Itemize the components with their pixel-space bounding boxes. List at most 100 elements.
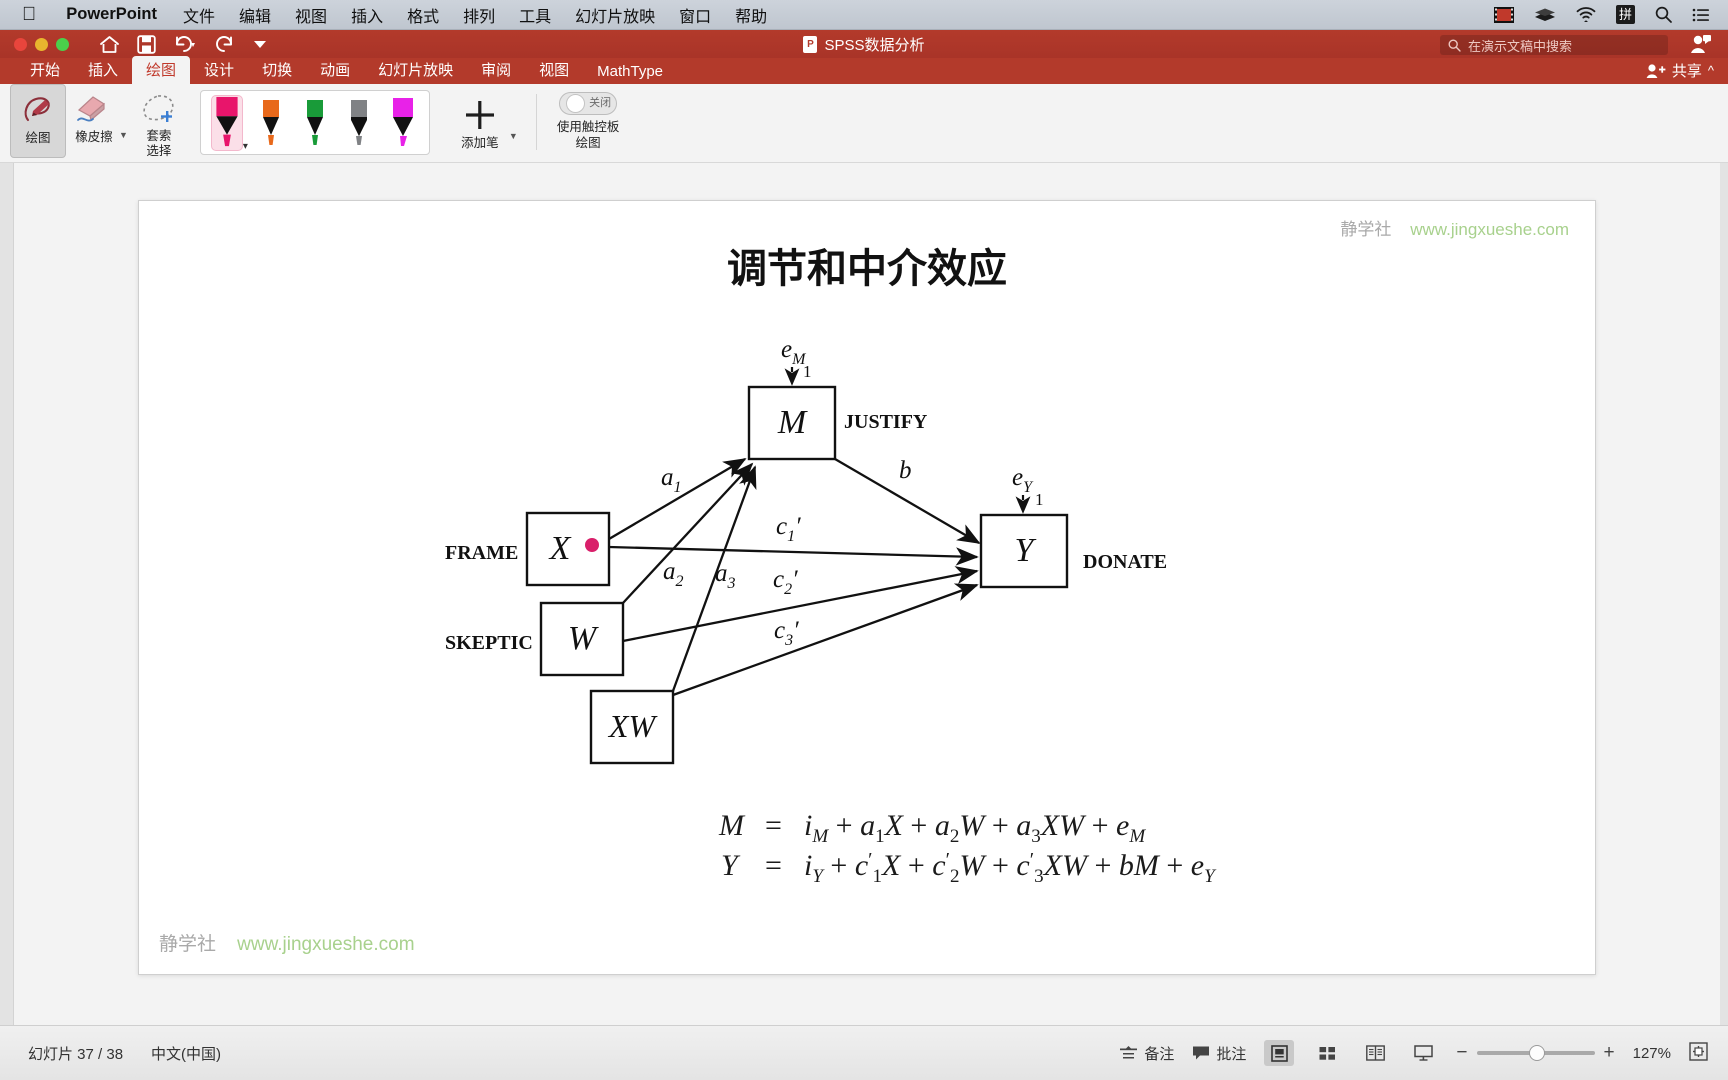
menu-item-tools[interactable]: 工具 [504, 8, 551, 26]
tab-design[interactable]: 设计 [204, 62, 235, 79]
input-method-label: 拼 [1616, 5, 1635, 24]
tab-slideshow[interactable]: 幻灯片放映 [378, 62, 454, 79]
redo-icon[interactable] [216, 35, 235, 53]
equation-2-rhs: iY + c′1X + c′2W + c′3XW + bM + eY [804, 849, 1217, 887]
maximize-window-button[interactable] [56, 37, 69, 51]
path-XW-to-Y [672, 583, 979, 697]
notes-button[interactable]: 备注 [1119, 1043, 1174, 1064]
close-window-button[interactable] [14, 37, 27, 51]
tab-draw[interactable]: 绘图 [132, 56, 191, 84]
normal-view-icon[interactable] [1264, 1040, 1295, 1066]
menu-item-window[interactable]: 窗口 [664, 8, 711, 26]
add-pen-label: 添加笔 [461, 136, 499, 150]
notes-label: 备注 [1144, 1045, 1175, 1063]
tab-transitions[interactable]: 切换 [262, 62, 293, 79]
language-indicator[interactable]: 中文(中国) [151, 1045, 222, 1063]
zoom-in-button[interactable]: + [1603, 1042, 1615, 1063]
reading-view-icon[interactable] [1360, 1040, 1390, 1066]
label-DONATE: DONATE [1083, 551, 1167, 573]
pen-green[interactable] [299, 95, 331, 151]
fit-slide-icon[interactable] [1689, 1041, 1708, 1065]
watermark-bottom-url: www.jingxueshe.com [237, 934, 415, 955]
tab-review[interactable]: 审阅 [481, 62, 512, 79]
save-icon[interactable] [137, 34, 156, 54]
add-pen-button[interactable]: 添加笔 ▼ [448, 90, 518, 164]
zoom-track[interactable] [1476, 1045, 1595, 1061]
touchpad-label-1: 使用触控板 [556, 120, 620, 134]
pen-orange[interactable] [255, 95, 287, 151]
menu-item-format[interactable]: 格式 [392, 8, 439, 26]
apple-logo-icon[interactable]:  [0, 5, 52, 24]
touchpad-label-2: 绘图 [575, 135, 601, 150]
watermark-bottom-cn: 静学社 [159, 934, 217, 955]
path-W-to-Y [622, 566, 979, 643]
lasso-select-button[interactable]: 套索 选择 [128, 84, 190, 158]
search-input[interactable]: 在演示文稿中搜索 [1440, 35, 1668, 55]
ribbon-collapse-icon[interactable]: ^ [1707, 63, 1714, 78]
menu-item-arrange[interactable]: 排列 [448, 8, 495, 26]
ink-annotation-dot [585, 538, 599, 552]
path-X-to-M [608, 458, 747, 540]
tab-view[interactable]: 视图 [539, 62, 570, 79]
input-method-pinyin-icon[interactable]: 拼 [1616, 5, 1635, 24]
pen-pink-chevron-down-icon[interactable]: ▾ [242, 140, 248, 152]
slide-sorter-icon[interactable] [1312, 1040, 1342, 1066]
eraser-tool-button[interactable]: 橡皮擦 [66, 84, 122, 158]
draw-tool-button[interactable]: 绘图 [10, 84, 66, 158]
lasso-select-icon [138, 88, 180, 129]
equation-2-lhs: Y [721, 849, 741, 882]
path-label-a2: a2 [663, 558, 684, 590]
watermark-bottom: 静学社 www.jingxueshe.com [159, 929, 415, 956]
menu-item-slideshow[interactable]: 幻灯片放映 [560, 8, 655, 26]
watermark-top: 静学社 www.jingxueshe.com [1340, 215, 1569, 240]
zoom-level[interactable]: 127% [1632, 1044, 1671, 1062]
add-pen-chevron-down-icon[interactable]: ▼ [508, 131, 518, 141]
slide-canvas[interactable]: 静学社 www.jingxueshe.com 调节和中介效应 [138, 200, 1596, 975]
menu-item-help[interactable]: 帮助 [720, 8, 767, 26]
share-label: 共享 [1671, 63, 1702, 80]
pen-pink[interactable]: ▾ [210, 94, 248, 152]
undo-icon[interactable] [173, 35, 199, 53]
zoom-knob[interactable] [1528, 1045, 1545, 1061]
disturbance-eM-weight: 1 [803, 362, 812, 381]
path-label-c2: c2′ [773, 566, 798, 598]
path-model-diagram[interactable]: M Y X W XW JUSTIFY DONATE FRAME SKEPTIC … [139, 291, 1597, 861]
wifi-icon[interactable] [1576, 7, 1596, 22]
spotlight-search-icon[interactable] [1655, 6, 1672, 23]
tab-home[interactable]: 开始 [30, 62, 61, 79]
tab-mathtype[interactable]: MathType [597, 63, 664, 80]
path-W-to-M [622, 462, 754, 604]
equation-1-lhs: M [718, 809, 746, 842]
customize-toolbar-icon[interactable] [252, 38, 268, 50]
menu-app-name[interactable]: PowerPoint [52, 5, 157, 23]
menu-item-edit[interactable]: 编辑 [224, 8, 271, 26]
home-icon[interactable] [99, 35, 120, 54]
tab-animations[interactable]: 动画 [320, 62, 351, 79]
ribbon-group-tools: 绘图 橡皮擦 ▼ 套索 选择 [10, 84, 190, 163]
pen-magenta[interactable] [387, 95, 419, 151]
eraser-icon [74, 88, 114, 130]
box-M-var: M [777, 404, 808, 441]
label-JUSTIFY: JUSTIFY [844, 411, 928, 433]
zoom-slider[interactable]: − + [1456, 1042, 1614, 1064]
control-center-icon[interactable] [1692, 8, 1710, 22]
share-button[interactable]: 共享 ^ [1646, 60, 1728, 84]
tab-insert[interactable]: 插入 [88, 62, 119, 79]
slideshow-icon[interactable] [1408, 1040, 1438, 1066]
menu-item-insert[interactable]: 插入 [336, 8, 383, 26]
slide-title[interactable]: 调节和中介效应 [727, 246, 1007, 292]
menu-item-file[interactable]: 文件 [168, 8, 215, 26]
menu-item-view[interactable]: 视图 [280, 8, 327, 26]
path-diagram-svg: M Y X W XW JUSTIFY DONATE FRAME SKEPTIC … [445, 336, 1167, 765]
minimize-window-button[interactable] [35, 37, 48, 51]
battery-stack-icon[interactable] [1534, 8, 1556, 22]
account-avatar-icon[interactable] [1690, 34, 1712, 59]
slide-counter[interactable]: 幻灯片 37 / 38 [28, 1045, 124, 1063]
zoom-out-button[interactable]: − [1456, 1042, 1468, 1063]
path-label-b: b [899, 457, 912, 484]
touchpad-draw-toggle[interactable]: 关闭 [559, 92, 618, 115]
screen-recording-icon[interactable] [1494, 6, 1514, 23]
eraser-options-chevron-down-icon[interactable]: ▼ [119, 129, 128, 140]
comments-button[interactable]: 批注 [1192, 1043, 1246, 1064]
pen-gray[interactable] [343, 95, 375, 151]
